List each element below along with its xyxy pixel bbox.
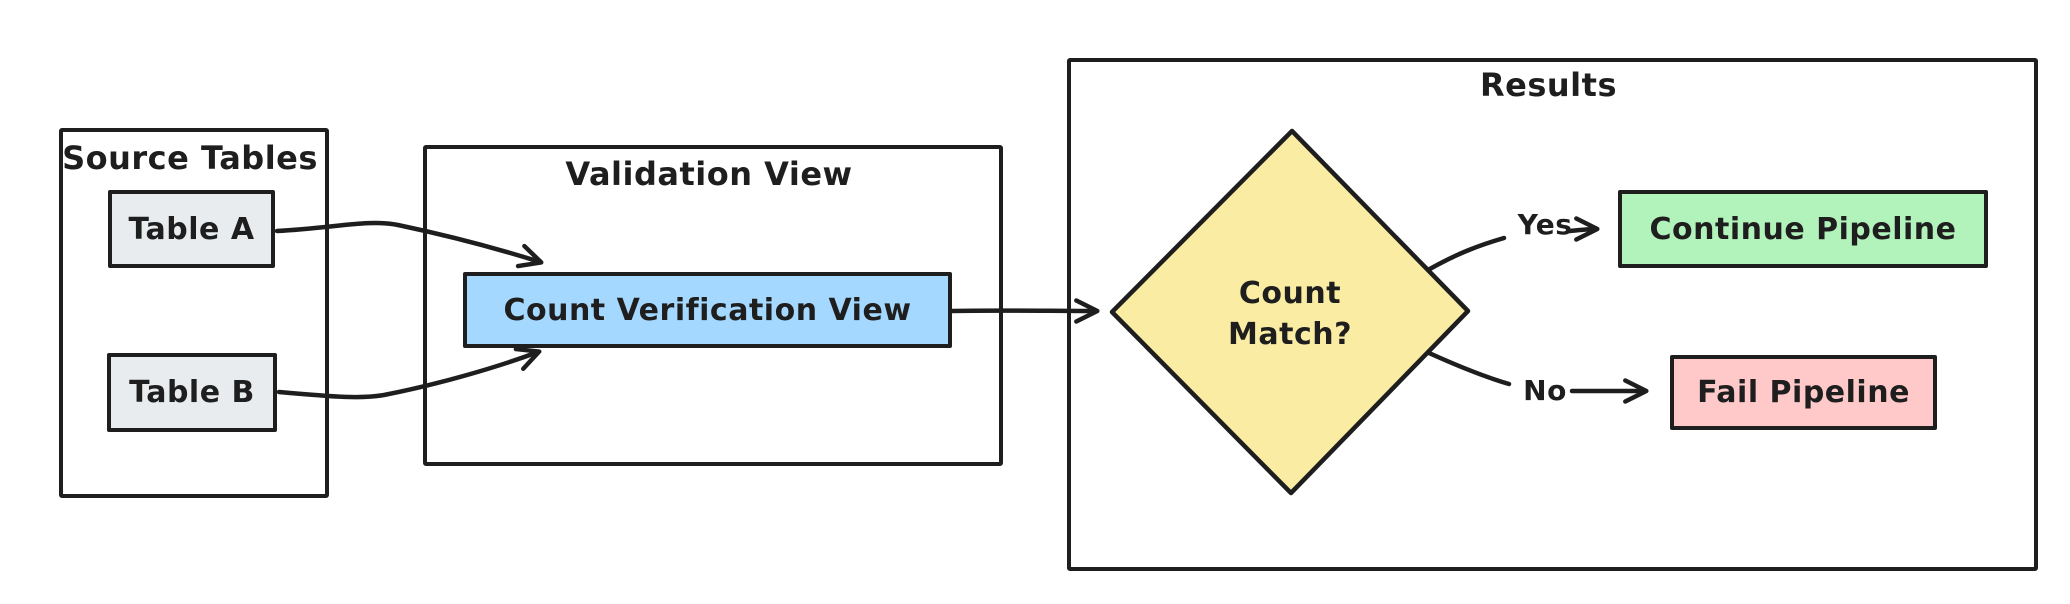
edge-diamond-to-yes: [1425, 235, 1507, 273]
node-count-match-label: Count Match?: [1165, 273, 1415, 355]
group-results: [1067, 58, 2038, 571]
node-continue-pipeline: Continue Pipeline: [1618, 190, 1988, 268]
edge-diamond-to-no: [1426, 350, 1512, 387]
group-source-tables: [59, 128, 329, 498]
node-table-b: Table B: [107, 353, 277, 432]
edge-label-yes: Yes: [1517, 208, 1573, 241]
group-results-title: Results: [1480, 66, 1617, 104]
node-continue-pipeline-label: Continue Pipeline: [1649, 211, 1957, 247]
node-fail-pipeline: Fail Pipeline: [1670, 355, 1937, 430]
group-validation-view-title: Validation View: [565, 155, 853, 193]
count-match-line2: Match?: [1228, 317, 1352, 352]
group-validation-view: [423, 145, 1003, 466]
count-match-diamond: [1109, 128, 1471, 496]
node-table-a-label: Table A: [128, 211, 255, 247]
node-table-b-label: Table B: [129, 375, 255, 410]
edge-yes-to-continue: [1567, 216, 1600, 242]
node-fail-pipeline-label: Fail Pipeline: [1697, 375, 1910, 410]
edge-label-no: No: [1523, 374, 1567, 407]
node-count-verification-view: Count Verification View: [463, 272, 952, 348]
node-table-a: Table A: [108, 190, 275, 268]
node-count-verification-view-label: Count Verification View: [503, 292, 912, 328]
group-source-tables-title: Source Tables: [62, 139, 318, 177]
count-match-line1: Count: [1238, 276, 1342, 311]
